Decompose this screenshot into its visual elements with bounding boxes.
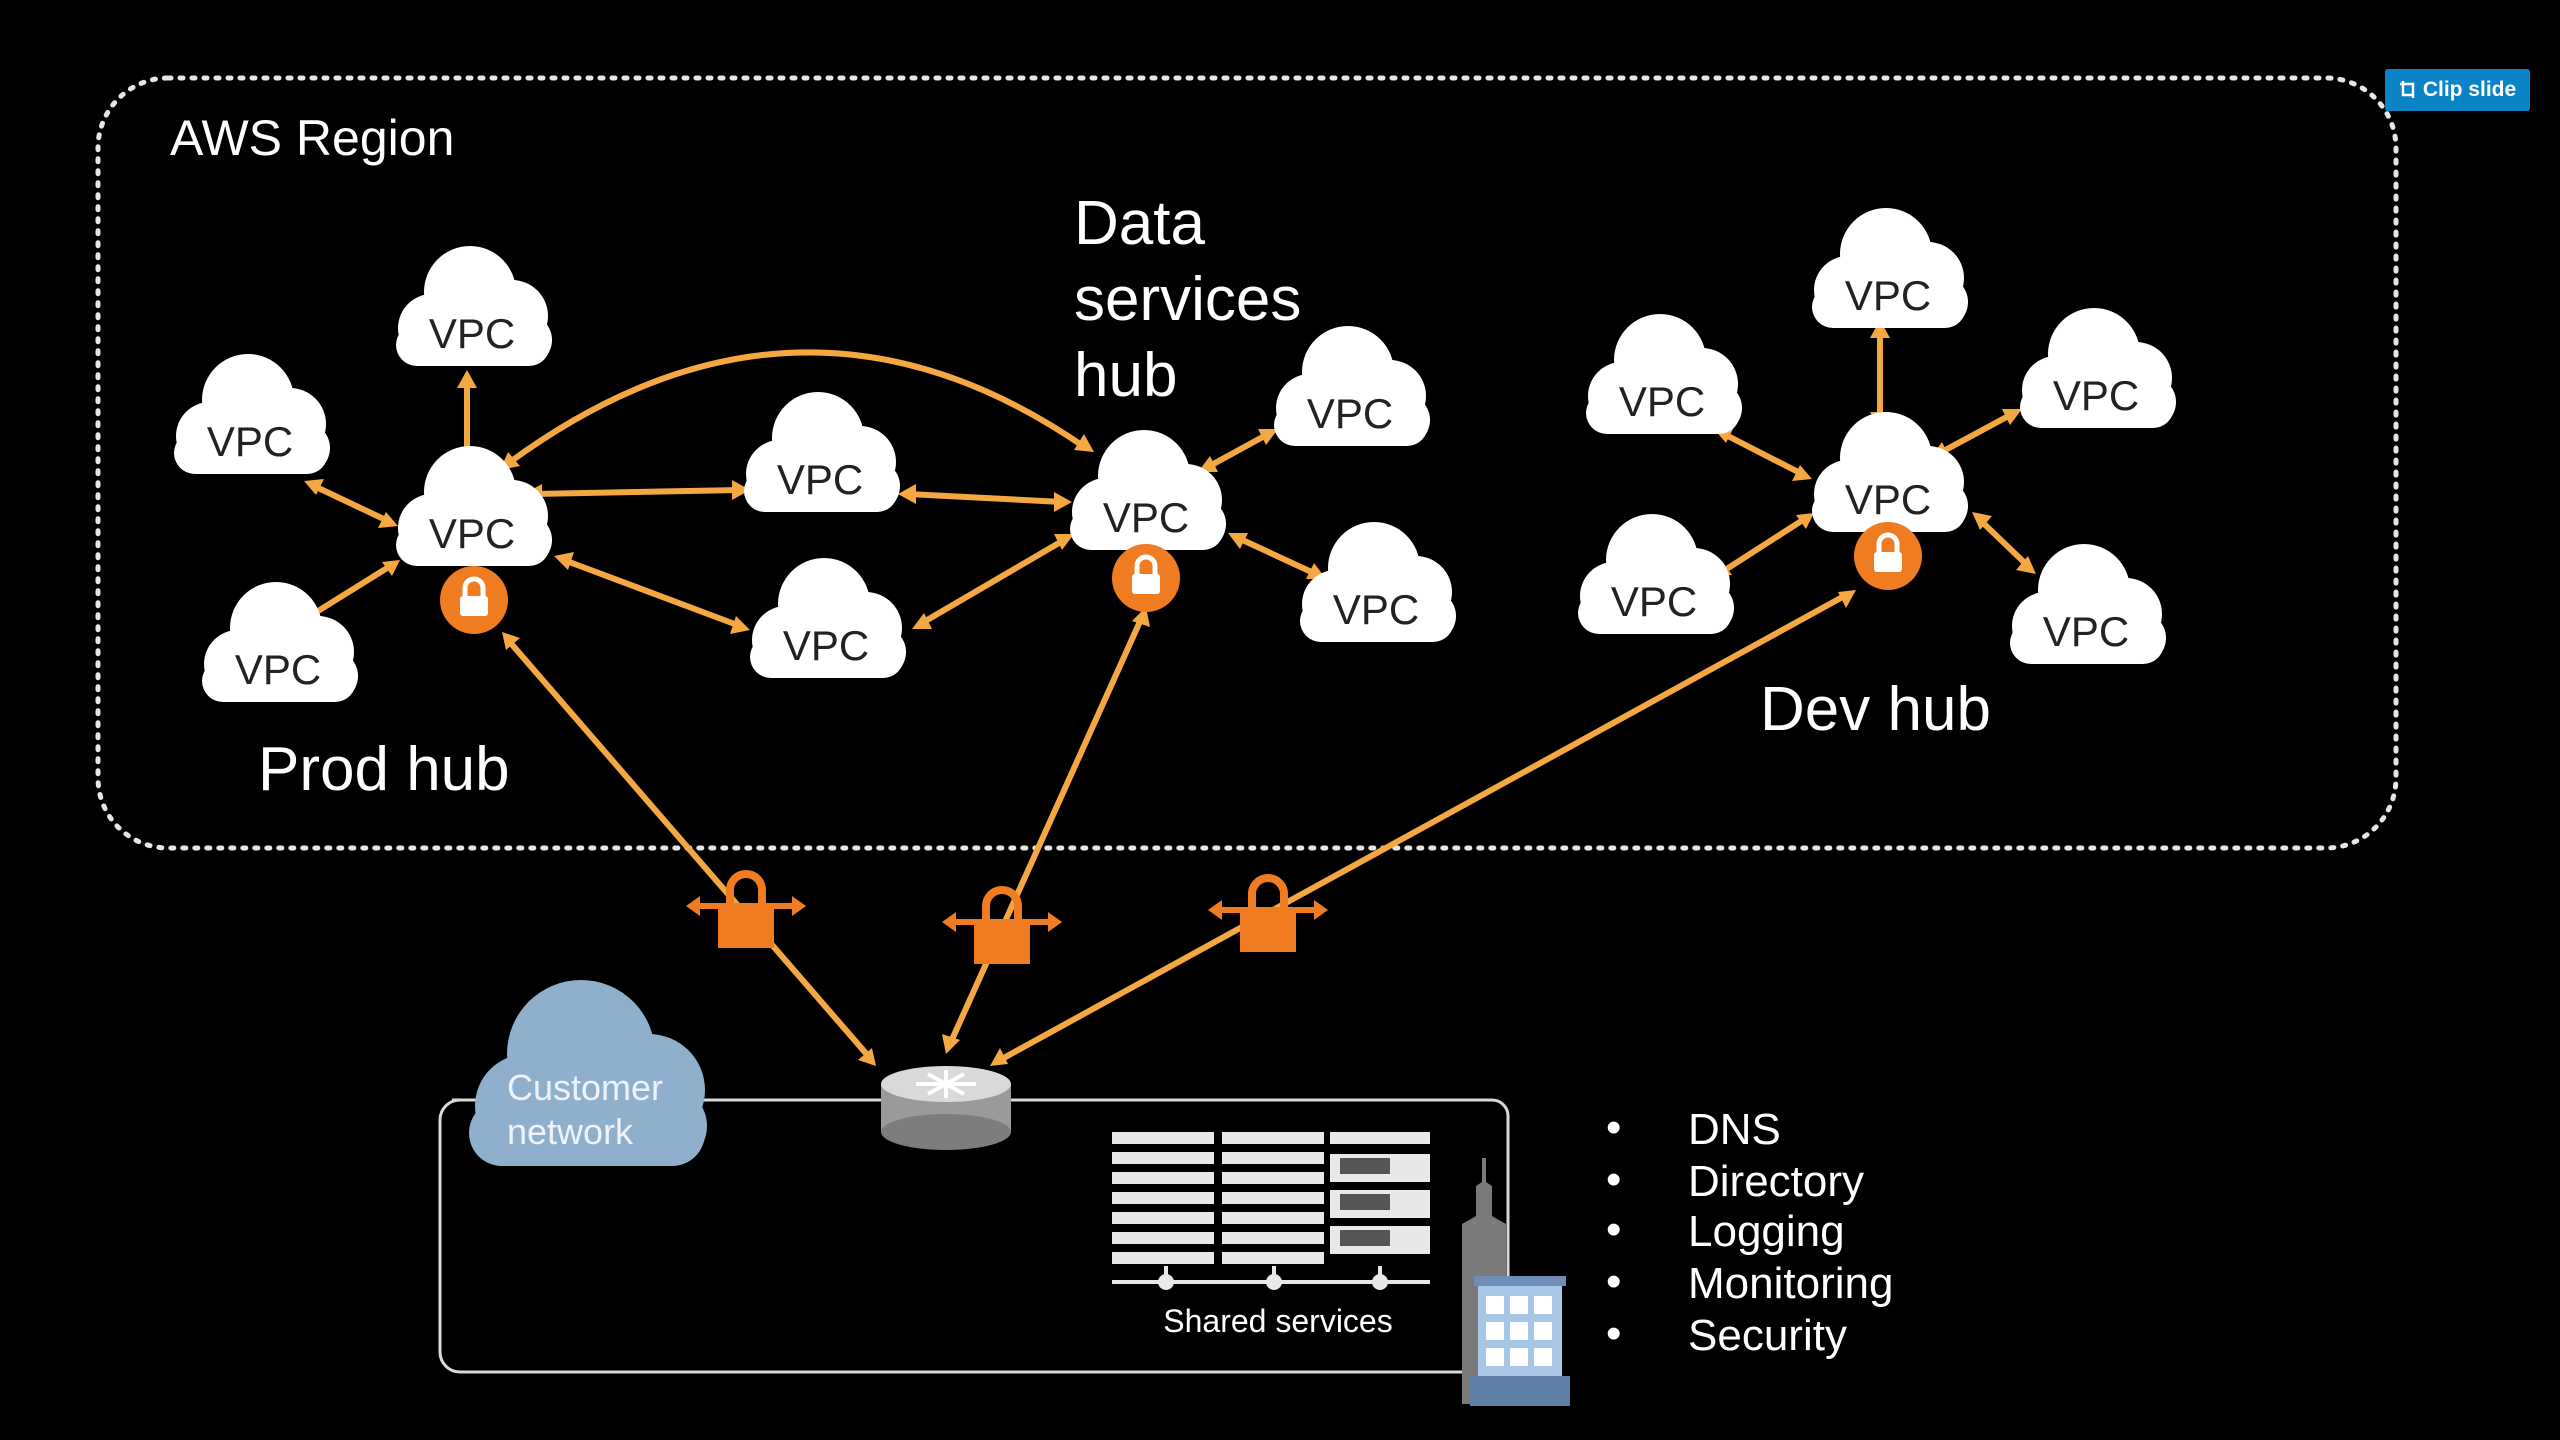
vpn-lock-prod-icon bbox=[686, 874, 806, 948]
data-hub-label-line2: services bbox=[1074, 265, 1301, 334]
svg-text:VPC: VPC bbox=[783, 622, 869, 669]
data-hub-label-line3: hub bbox=[1074, 341, 1177, 410]
vpc-prod-hub: VPC bbox=[396, 446, 552, 566]
connector-prod-lower bbox=[561, 557, 743, 629]
svg-text:VPC: VPC bbox=[2043, 608, 2129, 655]
connector-dev-left bbox=[1719, 430, 1807, 478]
connector-prod-left bbox=[309, 482, 393, 525]
svg-text:VPC: VPC bbox=[429, 510, 515, 557]
connectors bbox=[307, 327, 2031, 1063]
svg-text:VPC: VPC bbox=[1333, 586, 1419, 633]
svg-text:VPC: VPC bbox=[1619, 378, 1705, 425]
vpc-dev-bottomright: VPC bbox=[2010, 544, 2166, 664]
data-hub-label-line1: Data bbox=[1074, 189, 1205, 258]
connector-prod-data-hub bbox=[905, 491, 1065, 505]
vpc-dev-top: VPC bbox=[1812, 208, 1968, 328]
clip-icon bbox=[2399, 80, 2415, 100]
customer-network-label-line2: network bbox=[507, 1111, 634, 1152]
connector-router-data bbox=[947, 614, 1145, 1047]
aws-region-boundary bbox=[95, 75, 2399, 851]
vpc-prod-left: VPC bbox=[174, 354, 330, 474]
prod-hub-lock-icon bbox=[440, 566, 508, 634]
clip-slide-label: Clip slide bbox=[2422, 78, 2517, 101]
svg-text:Logging: Logging bbox=[1688, 1207, 1845, 1256]
connector-data-bottomright bbox=[1233, 534, 1321, 578]
svg-text:•: • bbox=[1606, 1205, 1621, 1254]
connector-router-dev bbox=[997, 591, 1851, 1063]
connector-lower-data-hub bbox=[919, 537, 1067, 626]
connector-router-prod bbox=[505, 637, 873, 1061]
list-item-dns: • DNS bbox=[1606, 1103, 1781, 1154]
data-hub-lock-icon bbox=[1112, 544, 1180, 612]
vpc-middle-top: VPC bbox=[744, 392, 900, 512]
server-rack-middle bbox=[1222, 1132, 1324, 1264]
svg-text:VPC: VPC bbox=[2053, 372, 2139, 419]
svg-text:•: • bbox=[1606, 1103, 1621, 1152]
vpc-dev-bottomleft: VPC bbox=[1578, 514, 1734, 634]
clip-slide-button[interactable]: Clip slide bbox=[2385, 69, 2530, 111]
svg-text:•: • bbox=[1606, 1155, 1621, 1204]
svg-text:DNS: DNS bbox=[1688, 1105, 1781, 1154]
vpc-prod-bottomleft: VPC bbox=[202, 582, 358, 702]
vpc-clouds: VPC VPC VPC VPC VPC VPC VPC VPC VPC VPC … bbox=[174, 208, 2176, 702]
connector-data-topright bbox=[1203, 430, 1273, 471]
services-list: • DNS • Directory • Logging • Monitoring… bbox=[1606, 1103, 1893, 1360]
customer-network-label-line1: Customer bbox=[507, 1067, 663, 1108]
shared-services-label: Shared services bbox=[1163, 1303, 1392, 1339]
vpc-dev-hub: VPC bbox=[1812, 412, 1968, 532]
prod-hub-label: Prod hub bbox=[258, 735, 510, 804]
dev-hub-label: Dev hub bbox=[1760, 675, 1991, 744]
svg-text:•: • bbox=[1606, 1257, 1621, 1306]
list-item-directory: • Directory bbox=[1606, 1155, 1864, 1206]
list-item-security: • Security bbox=[1606, 1309, 1847, 1360]
svg-text:Monitoring: Monitoring bbox=[1688, 1259, 1893, 1308]
vpc-dev-left: VPC bbox=[1586, 314, 1742, 434]
aws-region-label: AWS Region bbox=[170, 110, 454, 166]
list-item-logging: • Logging bbox=[1606, 1205, 1845, 1256]
corporate-building-icon bbox=[1462, 1158, 1570, 1406]
customer-network-cloud: Customer network bbox=[469, 980, 707, 1166]
list-item-monitoring: • Monitoring bbox=[1606, 1257, 1893, 1308]
svg-text:•: • bbox=[1606, 1309, 1621, 1358]
svg-text:VPC: VPC bbox=[1307, 390, 1393, 437]
svg-text:VPC: VPC bbox=[1611, 578, 1697, 625]
vpc-data-topright: VPC bbox=[1274, 326, 1430, 446]
dev-hub-lock-icon bbox=[1854, 522, 1922, 590]
connector-prod-data-arc bbox=[507, 349, 1089, 465]
vpc-data-hub: VPC bbox=[1070, 430, 1226, 550]
connector-prod-bottomleft bbox=[307, 562, 395, 619]
svg-text:VPC: VPC bbox=[207, 418, 293, 465]
svg-text:VPC: VPC bbox=[1103, 494, 1189, 541]
vpc-middle-bottom: VPC bbox=[750, 558, 906, 678]
svg-text:VPC: VPC bbox=[1845, 476, 1931, 523]
customer-network-boundary bbox=[438, 1098, 1510, 1374]
vpc-dev-right: VPC bbox=[2020, 308, 2176, 428]
vpc-prod-top: VPC bbox=[396, 246, 552, 366]
connector-dev-right bbox=[1935, 410, 2017, 457]
connector-dev-bottomleft bbox=[1719, 515, 1809, 575]
connector-prod-data bbox=[531, 487, 743, 497]
server-rack-left bbox=[1112, 1132, 1214, 1264]
svg-text:VPC: VPC bbox=[1845, 272, 1931, 319]
svg-text:Security: Security bbox=[1688, 1311, 1847, 1360]
svg-text:VPC: VPC bbox=[429, 310, 515, 357]
shared-services-servers-icon bbox=[1112, 1132, 1430, 1290]
vpc-data-bottomright: VPC bbox=[1300, 522, 1456, 642]
svg-text:VPC: VPC bbox=[777, 456, 863, 503]
vpn-lock-data-icon bbox=[942, 890, 1062, 964]
connector-dev-bottomright bbox=[1977, 517, 2031, 569]
svg-text:Directory: Directory bbox=[1688, 1157, 1864, 1206]
router-icon bbox=[881, 1066, 1011, 1150]
svg-text:VPC: VPC bbox=[235, 646, 321, 693]
